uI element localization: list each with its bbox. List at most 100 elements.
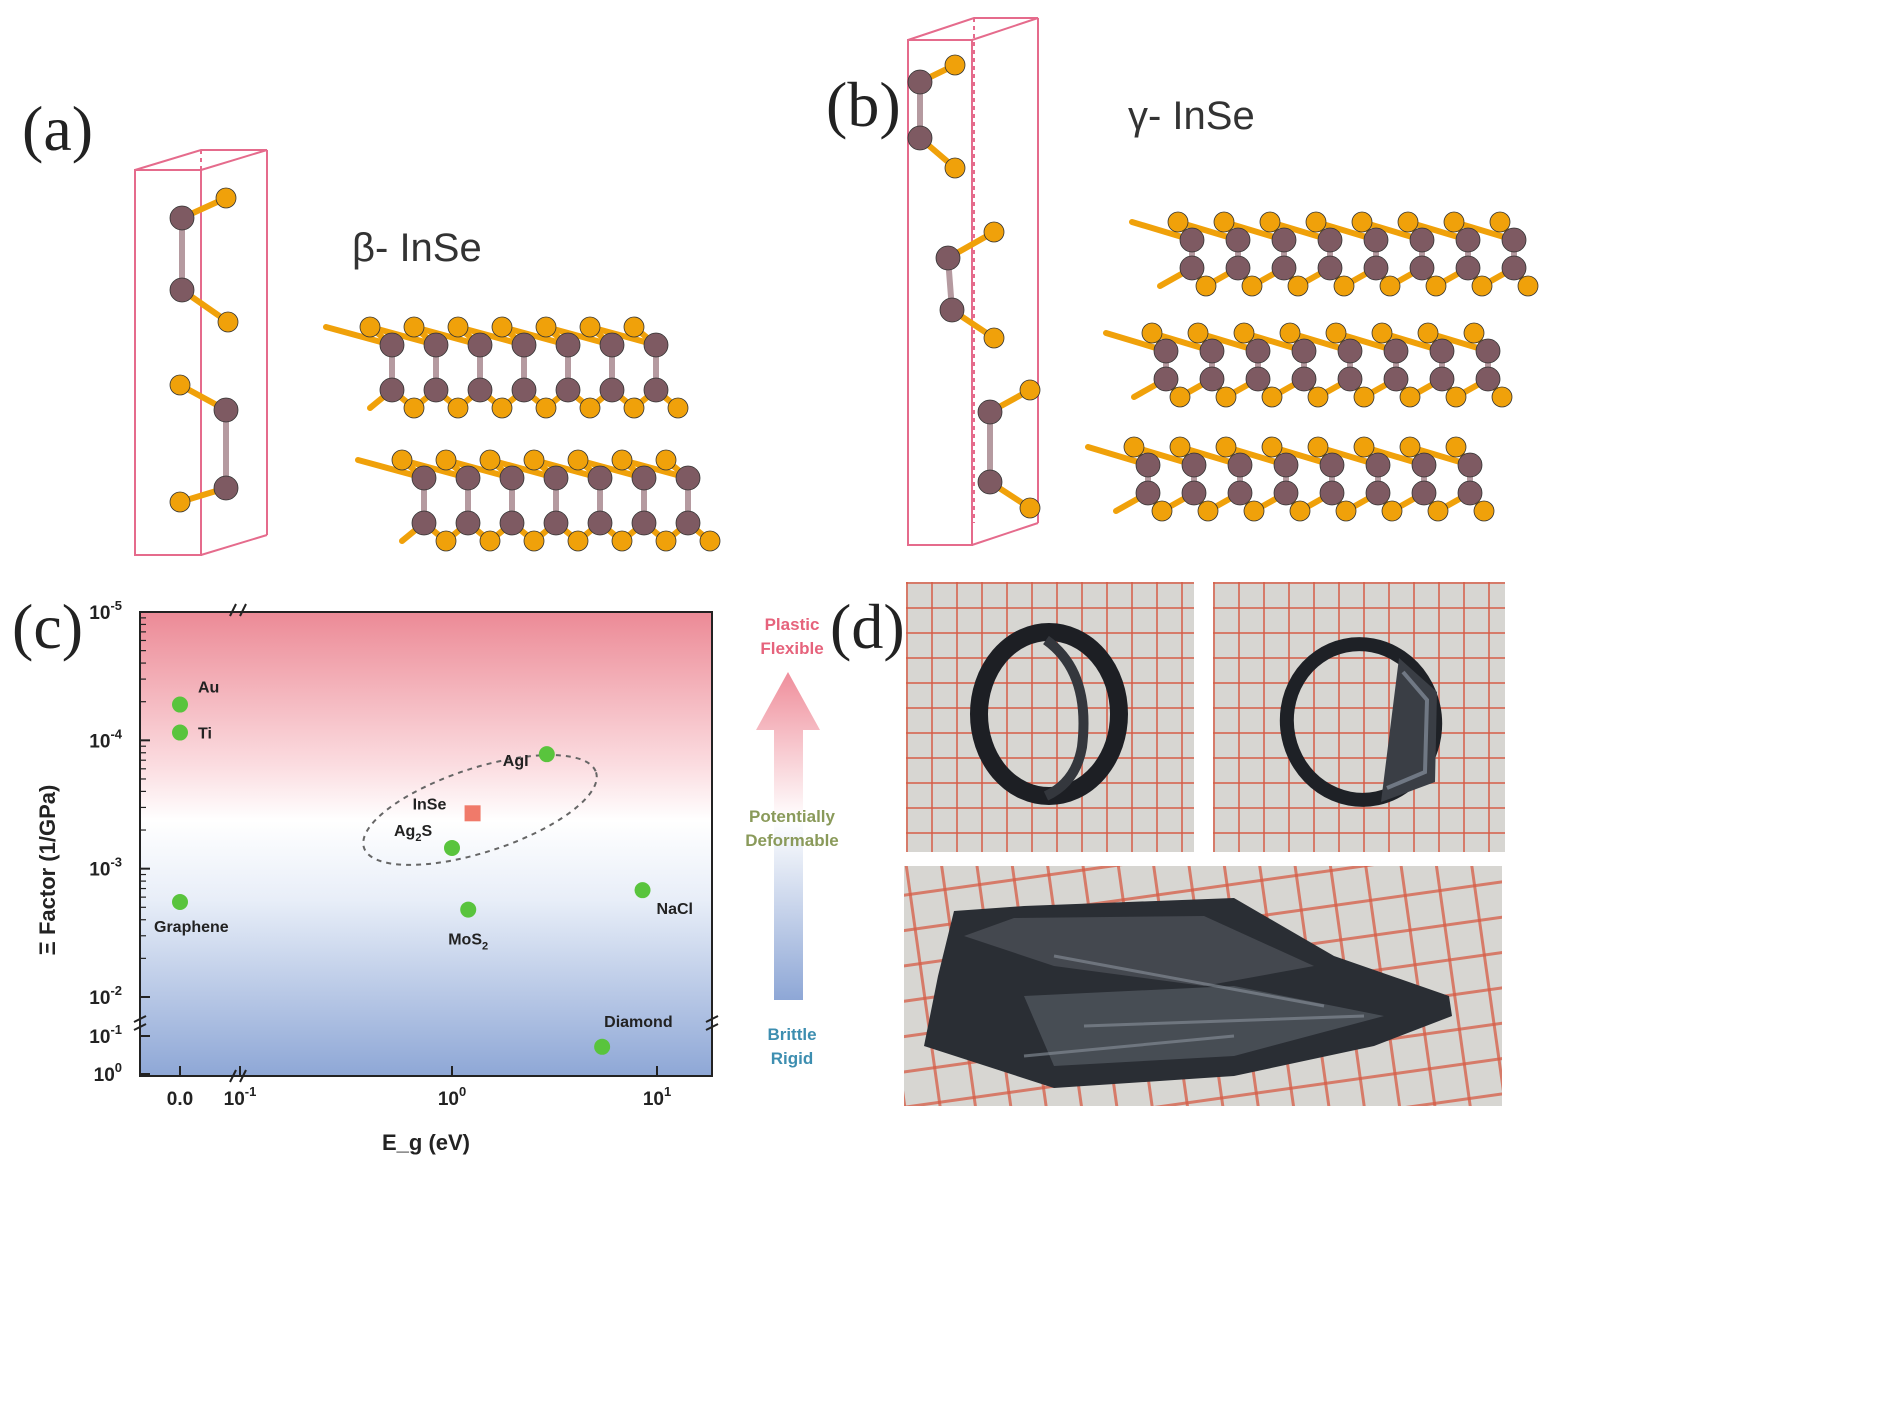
y-axis-label: Ξ Factor (1/GPa): [35, 785, 60, 956]
indium-atom: [1317, 255, 1343, 281]
data-point-ti: [172, 724, 188, 741]
indium-atom: [379, 332, 405, 358]
indium-atom: [455, 465, 481, 491]
plastic-brittle-arrow: [756, 672, 820, 1000]
arrow-label: Deformable: [745, 831, 839, 850]
x-axis-label: E_g (eV): [382, 1130, 470, 1155]
indium-atom: [1271, 227, 1297, 253]
selenium-atom: [611, 530, 633, 552]
selenium-atom: [1289, 500, 1311, 522]
indium-atom: [1501, 255, 1527, 281]
indium-atom: [379, 377, 405, 403]
selenium-atom: [491, 397, 513, 419]
indium-atom: [467, 332, 493, 358]
indium-atom: [1153, 338, 1179, 364]
indium-atom: [1409, 227, 1435, 253]
selenium-atom: [1491, 386, 1513, 408]
indium-atom: [1429, 366, 1455, 392]
indium-atom: [643, 332, 669, 358]
selenium-atom: [1241, 275, 1263, 297]
indium-atom: [1455, 227, 1481, 253]
indium-atom: [1199, 338, 1225, 364]
indium-atom: [1317, 227, 1343, 253]
selenium-atom: [403, 397, 425, 419]
y-tick-label: 100: [94, 1060, 122, 1086]
indium-atom: [169, 277, 195, 303]
selenium-atom: [1259, 211, 1281, 233]
indium-atom: [1319, 480, 1345, 506]
axis-break: [239, 1069, 247, 1083]
indium-atom: [467, 377, 493, 403]
indium-atom: [511, 377, 537, 403]
data-label-ti: Ti: [198, 726, 212, 743]
selenium-atom: [1463, 322, 1485, 344]
selenium-atom: [1417, 322, 1439, 344]
selenium-atom: [579, 397, 601, 419]
selenium-atom: [447, 316, 469, 338]
selenium-atom: [215, 187, 237, 209]
plot-area: [139, 611, 713, 1077]
x-tick-label: 10-1: [224, 1084, 257, 1110]
indium-atom: [411, 510, 437, 536]
gamma-inse-title: γ- InSe: [1128, 94, 1255, 138]
selenium-atom: [1335, 500, 1357, 522]
selenium-atom: [1261, 436, 1283, 458]
indium-atom: [631, 465, 657, 491]
cell-edge: [134, 169, 202, 556]
indium-atom: [455, 510, 481, 536]
selenium-atom: [479, 530, 501, 552]
indium-atom: [1273, 480, 1299, 506]
selenium-atom: [1333, 275, 1355, 297]
indium-atom: [1455, 255, 1481, 281]
selenium-atom: [1307, 386, 1329, 408]
selenium-atom: [1287, 275, 1309, 297]
data-label-mos2: MoS2: [448, 932, 488, 953]
data-label-ag2s: Ag2S: [394, 823, 432, 844]
panel-label-a: (a): [22, 93, 94, 164]
indium-atom: [1271, 255, 1297, 281]
indium-atom: [1411, 480, 1437, 506]
crystal-structures: [134, 17, 1539, 556]
selenium-atom: [1427, 500, 1449, 522]
indium-atom: [1227, 452, 1253, 478]
indium-atom: [675, 465, 701, 491]
selenium-atom: [1353, 386, 1375, 408]
selenium-atom: [1167, 211, 1189, 233]
selenium-atom: [1233, 322, 1255, 344]
indium-atom: [977, 469, 1003, 495]
x-tick-label: 101: [643, 1084, 671, 1110]
arrow-labels: PlasticFlexiblePotentiallyDeformableBrit…: [745, 615, 839, 1068]
selenium-atom: [1141, 322, 1163, 344]
data-label-diamond: Diamond: [604, 1014, 672, 1031]
beta-inse-title: β- InSe: [352, 226, 482, 270]
selenium-atom: [1399, 386, 1421, 408]
selenium-atom: [523, 530, 545, 552]
selenium-atom: [359, 316, 381, 338]
indium-atom: [543, 510, 569, 536]
indium-atom: [1365, 452, 1391, 478]
indium-atom: [1245, 338, 1271, 364]
indium-atom: [555, 332, 581, 358]
selenium-atom: [1019, 379, 1041, 401]
selenium-atom: [1371, 322, 1393, 344]
indium-atom: [1411, 452, 1437, 478]
selenium-atom: [403, 316, 425, 338]
indium-atom: [1135, 452, 1161, 478]
selenium-atom: [1123, 436, 1145, 458]
indium-atom: [935, 245, 961, 271]
selenium-atom: [1215, 436, 1237, 458]
indium-atom: [587, 510, 613, 536]
indium-atom: [511, 332, 537, 358]
indium-atom: [1181, 480, 1207, 506]
indium-atom: [1475, 338, 1501, 364]
selenium-atom: [391, 449, 413, 471]
selenium-atom: [169, 491, 191, 513]
selenium-atom: [1517, 275, 1539, 297]
selenium-atom: [1443, 211, 1465, 233]
selenium-atom: [567, 530, 589, 552]
selenium-atom: [983, 327, 1005, 349]
selenium-atom: [435, 449, 457, 471]
indium-atom: [1383, 366, 1409, 392]
x-tick-label: 100: [438, 1084, 466, 1110]
